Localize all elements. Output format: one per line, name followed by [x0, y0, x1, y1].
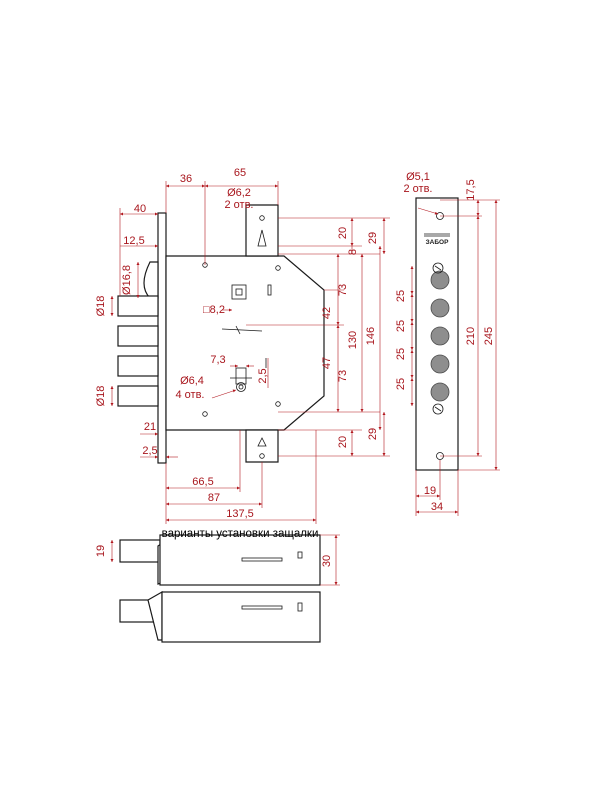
dim-25-4: 25 — [395, 378, 407, 390]
dim-29-bottom: 29 — [367, 428, 379, 440]
dim-25-1: 25 — [395, 290, 407, 302]
dim-hole-6-4: Ø6,4 — [180, 375, 204, 387]
dim-245: 245 — [483, 327, 495, 345]
dim-17-5: 17,5 — [465, 179, 477, 200]
dim-40: 40 — [134, 203, 146, 215]
dim-holes-4: 4 отв. — [176, 389, 205, 401]
dim-36: 36 — [180, 173, 192, 185]
dim-73-a: 73 — [337, 284, 349, 296]
dim-47: 47 — [321, 357, 333, 369]
dim-20-top: 20 — [337, 227, 349, 239]
dim-7-3: 7,3 — [210, 354, 225, 366]
dimension-lines — [110, 181, 500, 586]
strike-logo: ЗАБОР — [424, 233, 450, 246]
dim-130: 130 — [347, 331, 359, 349]
dim-34: 34 — [431, 501, 443, 513]
dim-hole-5-1: Ø5,1 — [406, 171, 430, 183]
dim-73-b: 73 — [337, 370, 349, 382]
lock-faceplate — [157, 212, 167, 464]
dim-holes-2-b: 2 отв. — [404, 183, 433, 195]
latch-variants-caption: варианты установки защалки — [162, 528, 319, 540]
lock-case — [165, 255, 325, 431]
dim-146: 146 — [365, 327, 377, 345]
dim-137-5: 137,5 — [226, 508, 254, 520]
dim-19-plate: 19 — [424, 485, 436, 497]
dim-20-bottom: 20 — [337, 436, 349, 448]
dim-8: 8 — [347, 249, 359, 255]
dim-42: 42 — [321, 307, 333, 319]
dim-19-latch: 19 — [95, 545, 107, 557]
dim-square-8-2: □8,2 — [203, 304, 225, 316]
svg-text:ЗАБОР: ЗАБОР — [426, 239, 449, 246]
dim-2-5-inner: 2,5 — [257, 368, 269, 383]
dim-210: 210 — [465, 327, 477, 345]
dimension-labels: 40 36 65 12,5 Ø6,2 2 отв. 20 8 29 Ø16,8 … — [95, 167, 495, 567]
dim-25-3: 25 — [395, 348, 407, 360]
strike-plate-view: ЗАБОР — [415, 197, 459, 471]
dim-18-top: Ø18 — [95, 296, 107, 317]
lock-front-view — [117, 204, 325, 464]
dim-21: 21 — [144, 421, 156, 433]
dim-holes-2-a: 2 отв. — [225, 199, 254, 211]
latch-variant-2 — [119, 590, 321, 643]
dim-30: 30 — [321, 555, 333, 567]
dim-65: 65 — [234, 167, 246, 179]
lock-bolts — [117, 261, 159, 407]
dim-16-8: Ø16,8 — [121, 265, 133, 295]
dim-29-top: 29 — [367, 232, 379, 244]
dim-87: 87 — [208, 492, 220, 504]
dim-25-2: 25 — [395, 320, 407, 332]
latch-variant-1 — [119, 534, 321, 586]
strike-bolt-holes — [430, 270, 450, 402]
dim-2-5: 2,5 — [142, 445, 157, 457]
dim-12-5: 12,5 — [123, 235, 144, 247]
dim-18-bottom: Ø18 — [95, 386, 107, 407]
dim-hole-6-2: Ø6,2 — [227, 187, 251, 199]
dim-66-5: 66,5 — [192, 476, 213, 488]
